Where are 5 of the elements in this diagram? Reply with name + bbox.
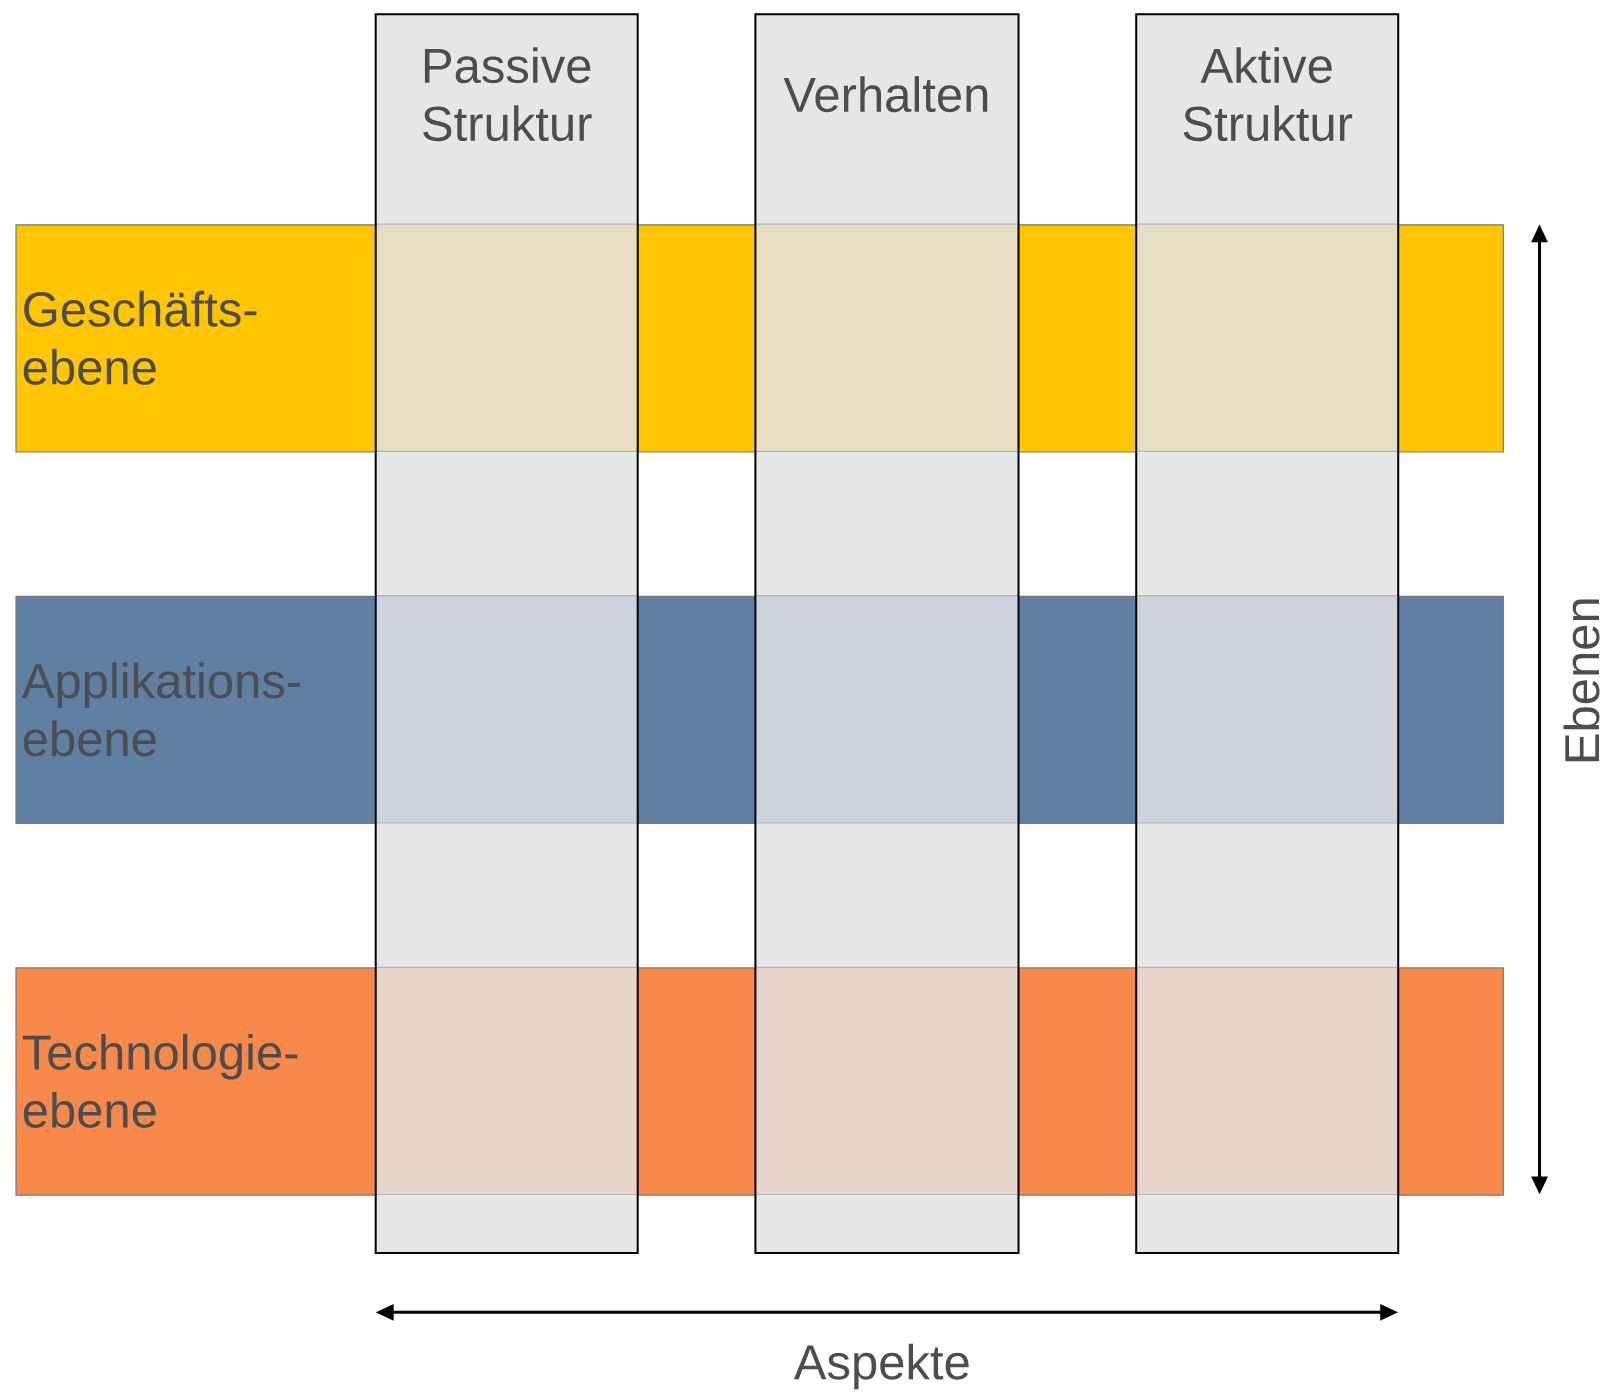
- aspect-column: Passive Struktur: [374, 13, 639, 1254]
- axis-label: Aspekte: [793, 1343, 969, 1390]
- aspect-column: Aktive Struktur: [1135, 13, 1400, 1254]
- aspect-column: Verhalten: [754, 13, 1020, 1254]
- axis-label: Ebenen: [1563, 599, 1600, 762]
